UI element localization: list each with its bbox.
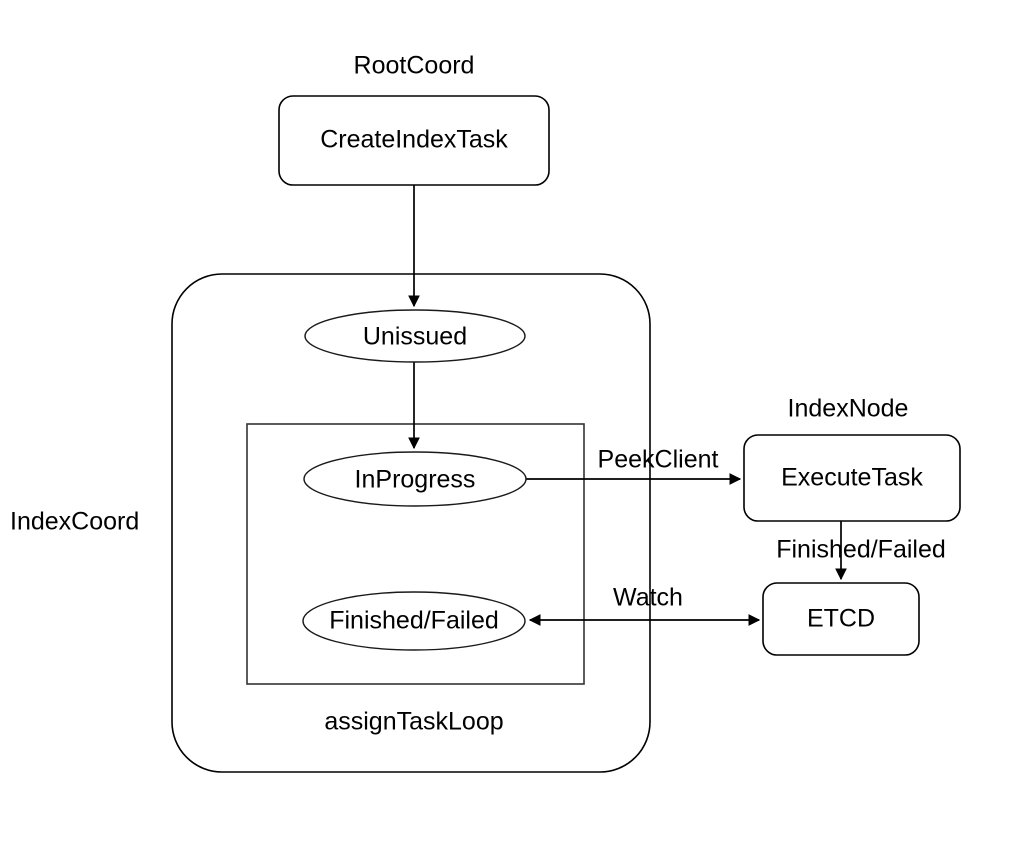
group-assigntaskloop-label: assignTaskLoop xyxy=(324,708,503,736)
node-etcd-label: ETCD xyxy=(807,605,875,633)
node-finished-failed-state-label: Finished/Failed xyxy=(329,607,499,635)
node-unissued-label: Unissued xyxy=(363,323,467,351)
group-indexnode-label: IndexNode xyxy=(788,395,909,423)
node-unissued[interactable] xyxy=(304,309,526,363)
group-indexcoord-label: IndexCoord xyxy=(10,508,139,536)
node-create-index-task-label: CreateIndexTask xyxy=(320,126,508,154)
edge-label-finished-failed: Finished/Failed xyxy=(776,536,946,564)
node-execute-task-label: ExecuteTask xyxy=(781,464,923,492)
group-assigntaskloop-container xyxy=(246,423,585,685)
node-create-index-task[interactable] xyxy=(278,95,550,186)
node-in-progress[interactable] xyxy=(303,451,527,507)
node-finished-failed-state[interactable] xyxy=(302,591,526,651)
group-rootcoord-label: RootCoord xyxy=(354,52,475,80)
edge-label-watch: Watch xyxy=(613,584,683,612)
node-etcd[interactable] xyxy=(762,582,920,656)
node-in-progress-label: InProgress xyxy=(355,466,476,494)
edge-label-peekclient: PeekClient xyxy=(598,446,719,474)
group-indexcoord-container xyxy=(171,273,651,773)
node-execute-task[interactable] xyxy=(743,434,961,522)
